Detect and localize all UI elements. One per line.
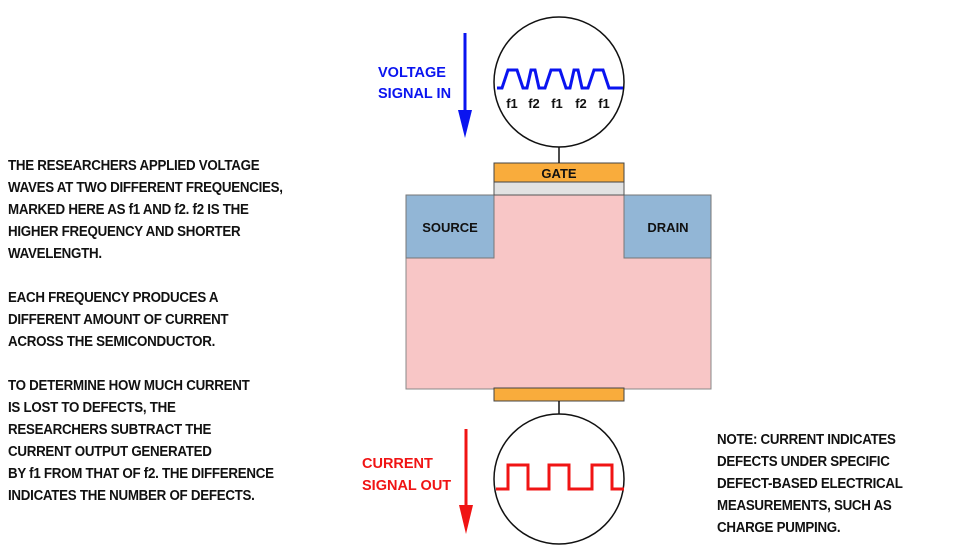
text-line: INDICATES THE NUMBER OF DEFECTS. [8,488,255,504]
text-line: HIGHER FREQUENCY AND SHORTER [8,224,241,240]
current-signal-circle [493,413,625,545]
voltage-arrow-icon [458,33,472,138]
wave-label: f1 [506,96,518,111]
text-line: EACH FREQUENCY PRODUCES A [8,290,219,306]
current-waveform [496,463,624,491]
text-line: DIFFERENT AMOUNT OF CURRENT [8,312,229,328]
text-line: WAVELENGTH. [8,246,102,262]
text-line: WAVES AT TWO DIFFERENT FREQUENCIES, [8,180,283,196]
bottom-contact [493,387,625,402]
current-arrow-icon [459,429,473,534]
paragraph: THE RESEARCHERS APPLIED VOLTAGE WAVES AT… [8,155,283,265]
text-line: IS LOST TO DEFECTS, THE [8,400,176,416]
paragraph: TO DETERMINE HOW MUCH CURRENT IS LOST TO… [8,375,283,507]
text-line: THE RESEARCHERS APPLIED VOLTAGE [8,158,260,174]
note-text: NOTE: CURRENT INDICATES DEFECTS UNDER SP… [717,429,903,539]
text-line: TO DETERMINE HOW MUCH CURRENT [8,378,250,394]
gate-oxide [493,181,625,196]
drain-label: DRAIN [647,220,688,235]
text-line: CHARGE PUMPING. [717,520,841,536]
wave-label: f1 [551,96,563,111]
text-line: BY f1 FROM THAT OF f2. THE DIFFERENCE [8,466,274,482]
text-line: DEFECTS UNDER SPECIFIC [717,454,890,470]
wave-label: f1 [598,96,610,111]
gate-label: GATE [541,166,576,181]
wave-label: f2 [575,96,587,111]
explanation-text: THE RESEARCHERS APPLIED VOLTAGE WAVES AT… [8,155,283,529]
voltage-waveform [497,68,623,90]
voltage-label: VOLTAGE [378,65,446,81]
drain-region [623,194,712,259]
text-line: RESEARCHERS SUBTRACT THE [8,422,212,438]
text-line: ACROSS THE SEMICONDUCTOR. [8,334,216,350]
text-line: DEFECT-BASED ELECTRICAL [717,476,903,492]
text-line: MARKED HERE AS f1 AND f2. f2 IS THE [8,202,249,218]
text-line: NOTE: CURRENT INDICATES [717,432,896,448]
text-line: MEASUREMENTS, SUCH AS [717,498,892,514]
text-line: CURRENT OUTPUT GENERATED [8,444,212,460]
voltage-label: SIGNAL IN [378,86,451,102]
wave-label: f2 [528,96,540,111]
voltage-signal-circle [493,16,625,148]
current-label: SIGNAL OUT [362,478,451,494]
paragraph: EACH FREQUENCY PRODUCES A DIFFERENT AMOU… [8,287,283,353]
source-region [405,194,495,259]
current-label: CURRENT [362,456,433,472]
source-label: SOURCE [422,220,478,235]
